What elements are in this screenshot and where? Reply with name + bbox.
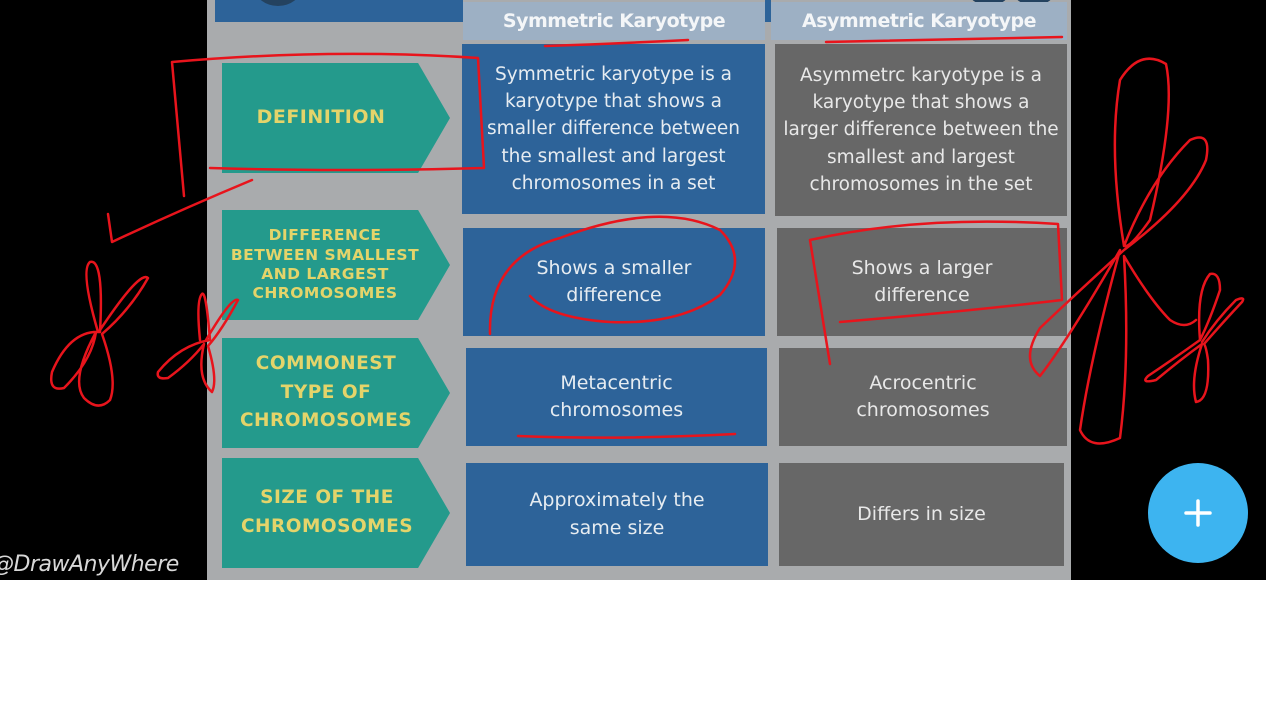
column-header-symmetric: Symmetric Karyotype (463, 2, 765, 40)
row-label-commonest-type: COMMONEST TYPE OF CHROMOSOMES (222, 338, 450, 448)
cell-definition-asymmetric: Asymmetrc karyotype is a karyotype that … (775, 44, 1067, 216)
drawing-canvas[interactable]: Symmetric Karyotype Asymmetric Karyotype… (0, 0, 1266, 580)
column-header-asymmetric: Asymmetric Karyotype (771, 2, 1067, 40)
cell-difference-asymmetric: Shows a larger difference (777, 228, 1067, 336)
cell-definition-symmetric: Symmetric karyotype is a karyotype that … (462, 44, 765, 214)
chromosome-doodle-left (50, 260, 150, 407)
row-label-definition: DEFINITION (222, 63, 450, 173)
chromosome-doodle-right-small (1144, 272, 1245, 404)
cell-difference-symmetric: Shows a smaller difference (463, 228, 765, 336)
cell-commonest-symmetric: Metacentric chromosomes (466, 348, 767, 446)
row-label-size: SIZE OF THE CHROMOSOMES (222, 458, 450, 568)
plus-icon (1184, 499, 1212, 527)
cell-commonest-asymmetric: Acrocentric chromosomes (779, 348, 1067, 446)
decorative-circle (255, 0, 301, 6)
app-watermark: @DrawAnyWhere (0, 552, 179, 577)
row-label-difference: DIFFERENCE BETWEEN SMALLEST AND LARGEST … (222, 210, 450, 320)
comparison-slide: Symmetric Karyotype Asymmetric Karyotype… (207, 0, 1071, 580)
add-button[interactable] (1148, 463, 1248, 563)
cell-size-symmetric: Approximately the same size (466, 463, 768, 566)
slide-top-bar (215, 0, 463, 22)
column-divider (765, 0, 771, 22)
cell-size-asymmetric: Differs in size (779, 463, 1064, 566)
